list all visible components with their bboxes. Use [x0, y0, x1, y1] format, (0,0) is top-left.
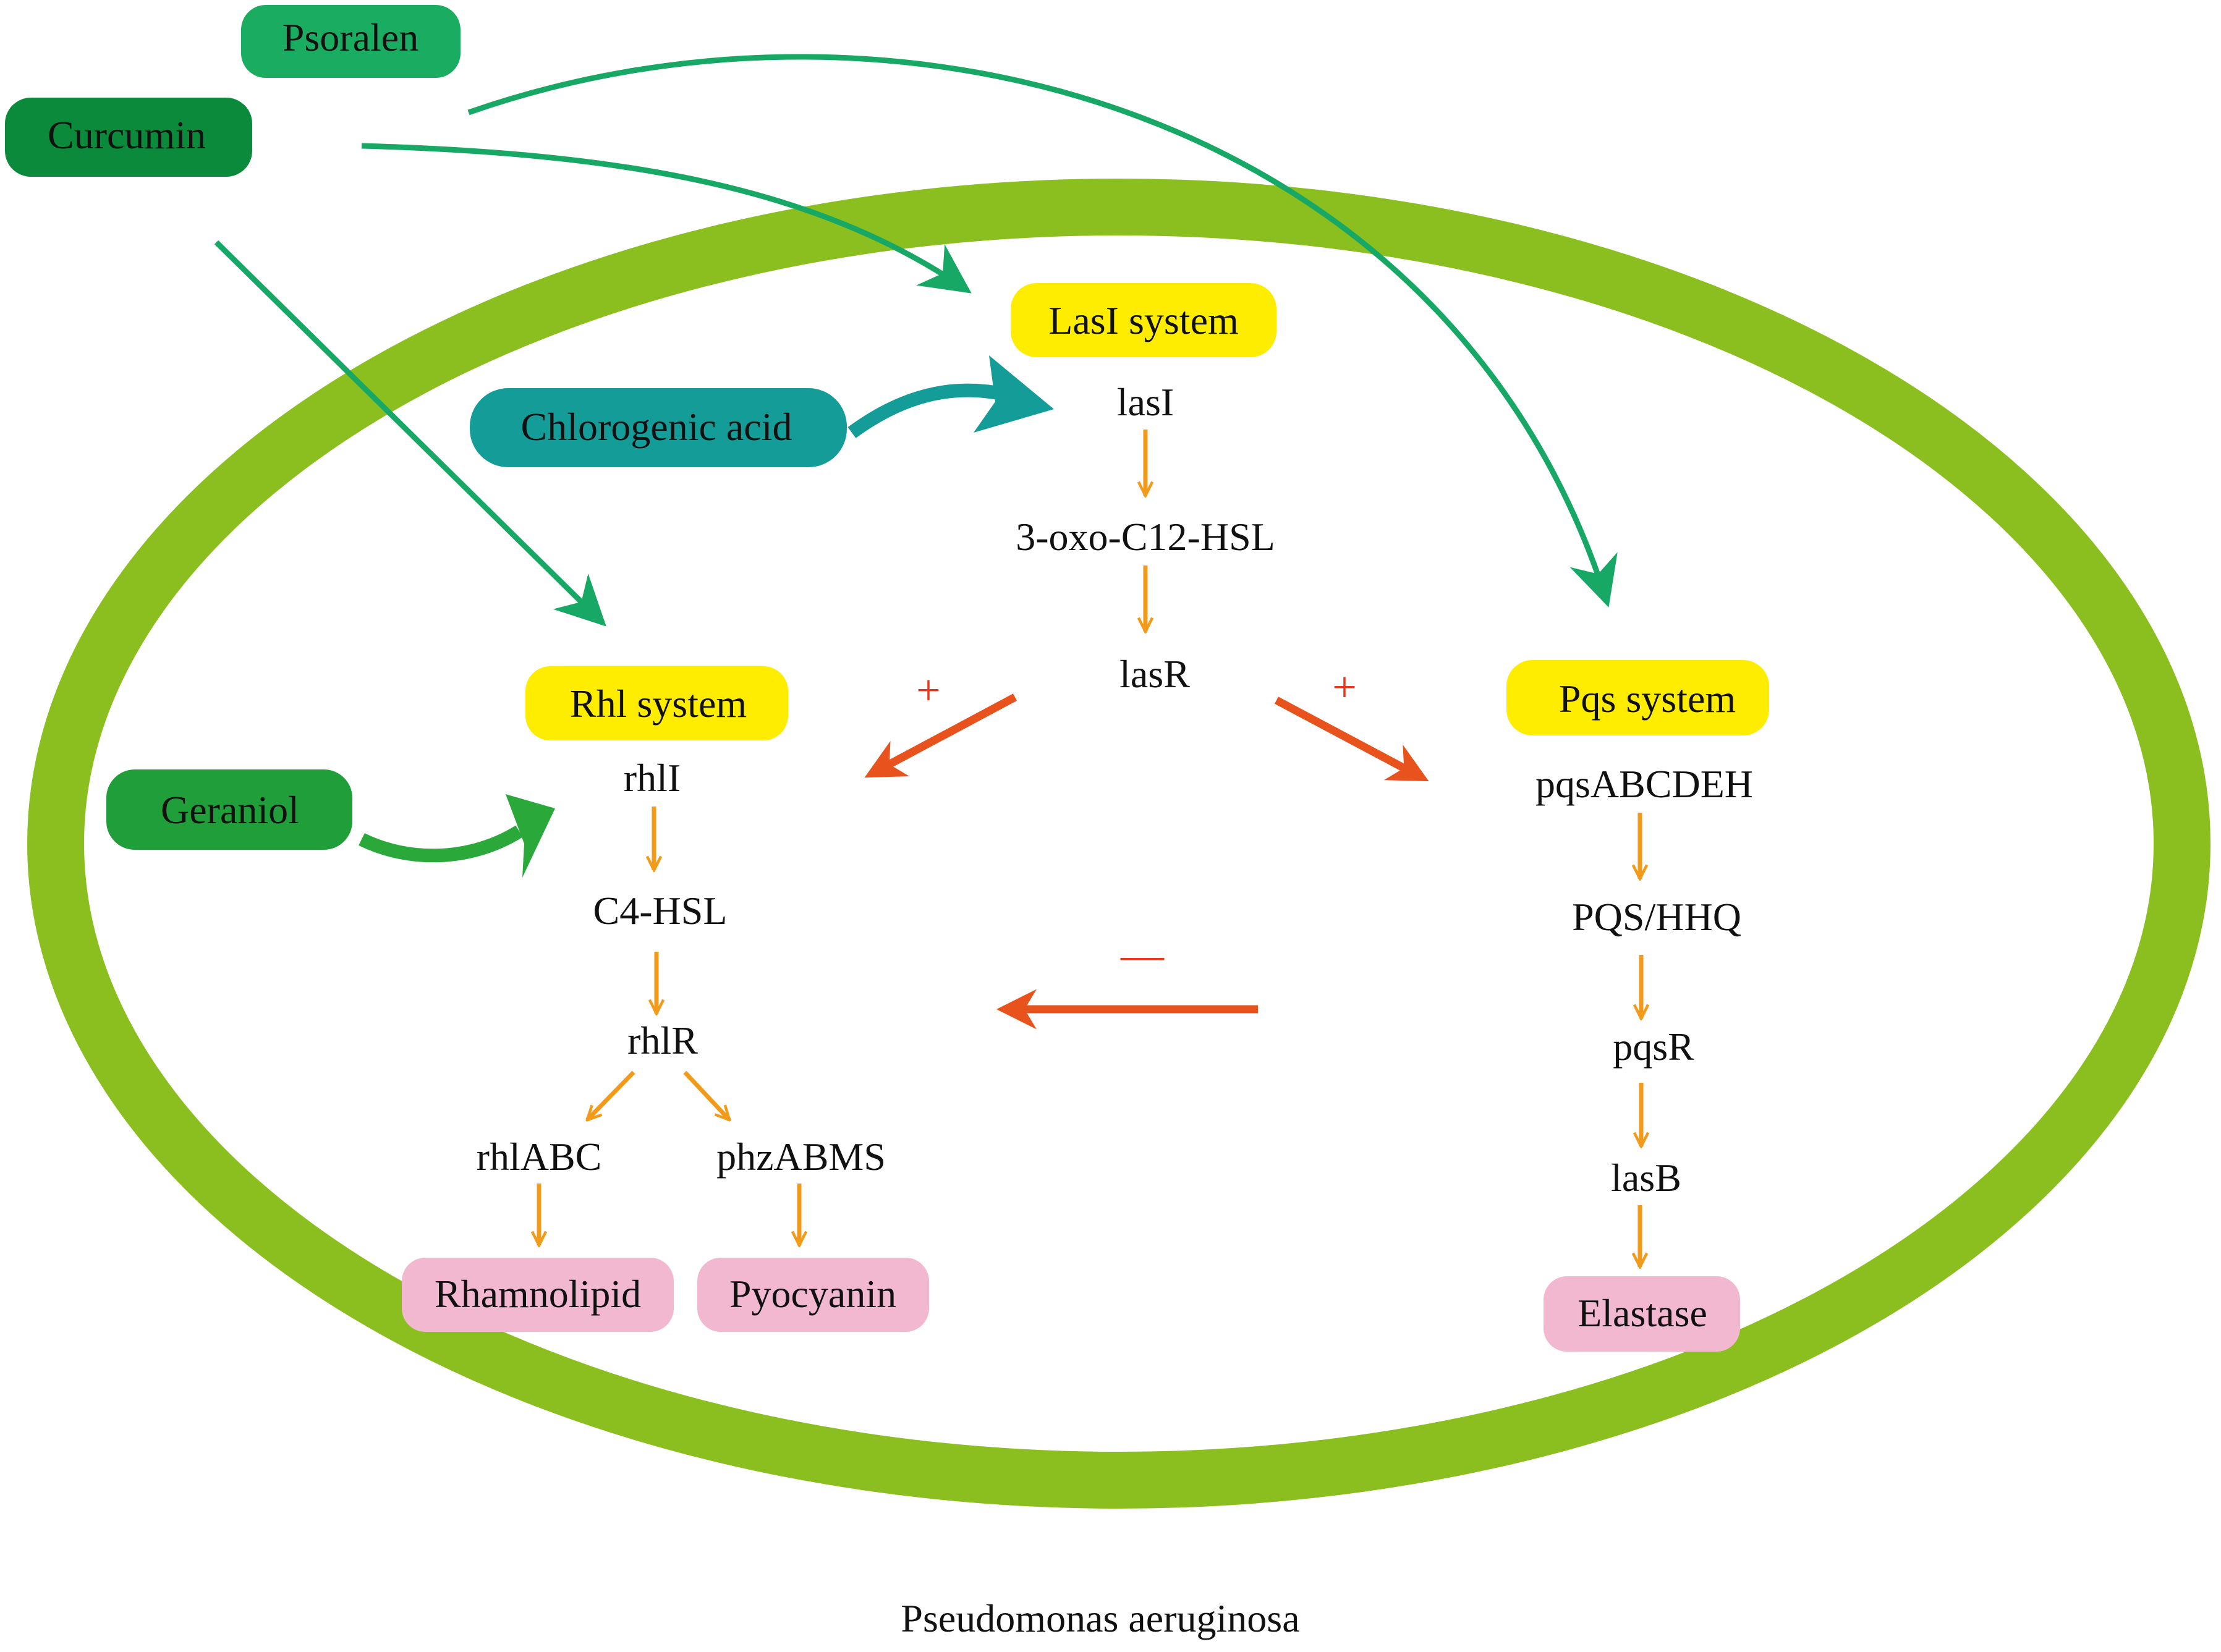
las-step-lasR: lasR	[1119, 652, 1190, 696]
curcumin-to-las-arrow	[361, 143, 972, 294]
rhamnolipid-label: Rhamnolipid	[435, 1272, 641, 1316]
pqs-system-box: Pqs system	[1506, 660, 1769, 735]
las-to-pqs-activation-arrow	[1274, 697, 1429, 782]
las-step-lasI: lasI	[1117, 380, 1174, 424]
geraniol-to-rhl-arrow	[359, 794, 555, 878]
rhl-branch-right-arrow	[683, 1070, 729, 1120]
psoralen-label: Psoralen	[282, 15, 418, 59]
pqs-system-title: Pqs system	[1559, 677, 1736, 721]
pyocyanin-box: Pyocyanin	[697, 1258, 929, 1332]
pqs-step-lasB: lasB	[1611, 1156, 1681, 1200]
rhl-step-c4-hsl: C4-HSL	[593, 889, 728, 933]
las-step-3-oxo: 3-oxo-C12-HSL	[1016, 515, 1275, 559]
psoralen-to-pqs-arrow	[467, 54, 1618, 608]
geraniol-node: Geraniol	[106, 769, 352, 850]
rhl-branch-rhlABC: rhlABC	[477, 1135, 602, 1179]
curcumin-label: Curcumin	[48, 113, 206, 157]
organism-caption: Pseudomonas aeruginosa	[901, 1596, 1299, 1640]
pqs-step-pqsABCDEH: pqsABCDEH	[1535, 762, 1753, 806]
geraniol-label: Geraniol	[161, 788, 299, 832]
las-system-box: LasI system	[1011, 283, 1276, 357]
rhl-system-title: Rhl system	[570, 682, 747, 726]
las-to-rhl-activation-arrow	[864, 693, 1017, 778]
elastase-box: Elastase	[1544, 1276, 1740, 1352]
chlorogenic-acid-node: Chlorogenic acid	[470, 388, 847, 467]
las-system-title: LasI system	[1048, 299, 1239, 342]
rhl-branch-phzABMS: phzABMS	[716, 1135, 886, 1179]
cell-membrane	[27, 179, 2210, 1509]
rhl-step-rhlI: rhlI	[624, 756, 681, 800]
las-to-pqs-plus-sign: +	[1332, 664, 1356, 711]
pyocyanin-label: Pyocyanin	[729, 1272, 896, 1316]
rhamnolipid-box: Rhamnolipid	[402, 1258, 674, 1332]
chlorogenic-acid-label: Chlorogenic acid	[521, 405, 792, 449]
rhl-system-box: Rhl system	[525, 666, 788, 740]
rhl-step-rhlR: rhlR	[627, 1019, 698, 1062]
pqs-step-pqs-hhq: PQS/HHQ	[1572, 895, 1741, 939]
curcumin-to-rhl-arrow	[214, 240, 606, 627]
pqs-step-pqsR: pqsR	[1613, 1025, 1694, 1069]
las-to-rhl-plus-sign: +	[916, 667, 940, 714]
psoralen-node: Psoralen	[241, 5, 461, 78]
curcumin-node: Curcumin	[5, 98, 252, 177]
rhl-branch-left-arrow	[587, 1070, 635, 1120]
pqs-to-rhl-minus-sign: —	[1120, 931, 1165, 979]
chlorogenic-to-las-arrow	[847, 355, 1054, 438]
elastase-label: Elastase	[1578, 1291, 1707, 1335]
